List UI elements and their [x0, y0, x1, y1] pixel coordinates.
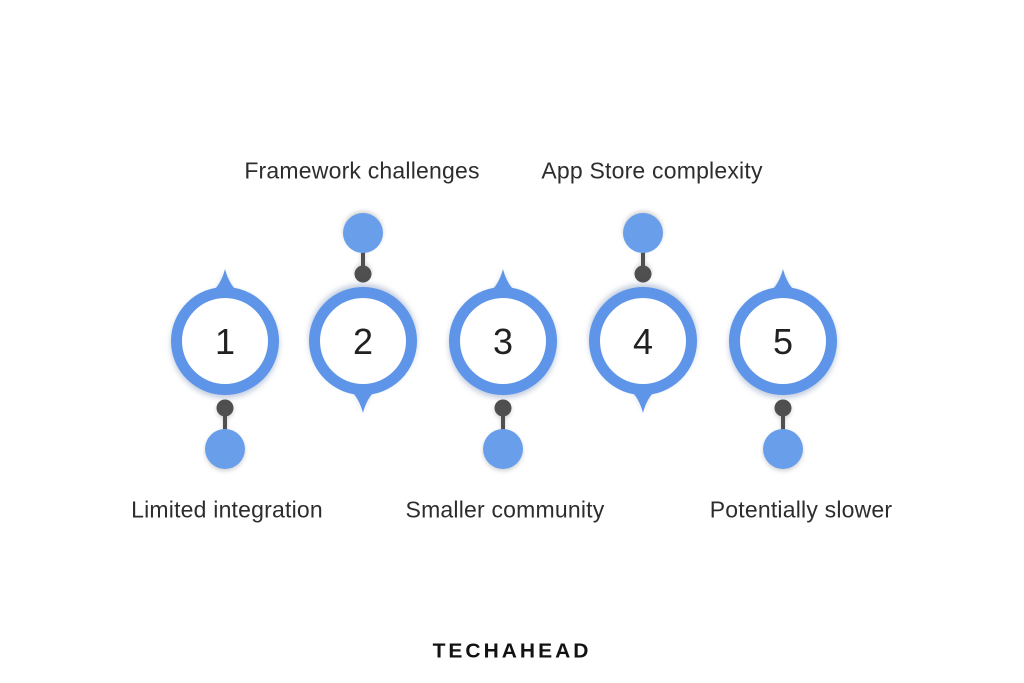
- step-number: 1: [215, 321, 235, 362]
- step-label: Framework challenges: [244, 157, 480, 184]
- pin-icon: [729, 269, 837, 395]
- connector-above: [623, 213, 663, 283]
- pin-marker-3: 3: [449, 269, 557, 469]
- connector-dot-icon: [494, 399, 512, 417]
- pin-marker-1: 1: [171, 269, 279, 469]
- connector-above: [343, 213, 383, 283]
- step-number: 5: [773, 321, 793, 362]
- connector-ball-icon: [763, 429, 803, 469]
- pin-icon: [309, 287, 417, 413]
- connector-ball-icon: [343, 213, 383, 253]
- pin-icon: [171, 269, 279, 395]
- connector-below: [483, 399, 523, 469]
- step-label: App Store complexity: [541, 157, 763, 184]
- pin-icon: [449, 269, 557, 395]
- pin-marker-4: 4: [589, 213, 697, 413]
- step-label: Potentially slower: [709, 496, 893, 523]
- connector-dot-icon: [354, 265, 372, 283]
- connector-ball-icon: [205, 429, 245, 469]
- connector-ball-icon: [483, 429, 523, 469]
- connector-below: [205, 399, 245, 469]
- connector-dot-icon: [774, 399, 792, 417]
- connector-ball-icon: [623, 213, 663, 253]
- pin-marker-2: 2: [309, 213, 417, 413]
- connector-dot-icon: [634, 265, 652, 283]
- pin-icon: [589, 287, 697, 413]
- techahead-logo: TECHAHEAD: [432, 640, 592, 663]
- step-label: Limited integration: [131, 496, 323, 523]
- step-number: 4: [633, 321, 653, 362]
- step-number: 2: [353, 321, 373, 362]
- connector-below: [763, 399, 803, 469]
- pin-marker-5: 5: [729, 269, 837, 469]
- connector-dot-icon: [216, 399, 234, 417]
- step-label: Smaller community: [405, 496, 605, 523]
- step-number: 3: [493, 321, 513, 362]
